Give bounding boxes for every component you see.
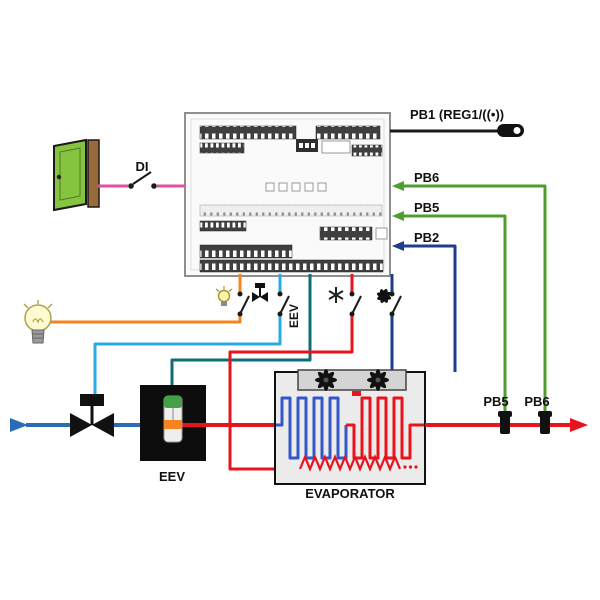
pb6-pipe-label: PB6 [524,394,549,409]
terminal-strip [199,259,384,273]
snowflake-icon [328,287,344,303]
evaporator-coil-hot [346,396,424,460]
valve-icon [252,283,268,302]
terminal-strip [315,125,381,140]
heater-dots [403,465,418,469]
defrost-relay-switch [349,291,362,317]
inlet-flow-arrow-icon [10,418,28,432]
di-label: DI [136,159,149,174]
lamp-wire [50,274,242,324]
pb5-probe-icon [498,411,512,434]
pb5-pipe-label: PB5 [483,394,508,409]
lamp-relay-switch [237,291,250,317]
defrost-wire [228,274,354,471]
controller [184,112,391,277]
outlet-flow-arrow-icon [570,418,588,432]
connector-port [296,139,318,152]
eev-box [140,385,276,461]
lamp-icon [215,286,233,306]
solenoid-valve-icon [70,394,114,437]
relay-module [321,140,351,154]
pb5-input-wire [403,214,507,411]
pb6-input-label: PB6 [414,170,439,185]
pin-row [199,204,383,217]
dip-switches [265,182,327,192]
pb1-probe-icon [497,124,524,137]
pb6-probe-icon [538,411,552,434]
eev-box-label: EEV [159,469,185,484]
bulb-icon [23,300,53,344]
pb1-label: PB1 (REG1/((•)) [410,107,504,122]
eev-wire-label: EEV [287,304,301,328]
door-knob [56,174,62,180]
pb2-arrow-icon [392,241,404,251]
evaporator-label: EVAPORATOR [305,486,395,501]
pb6-input-wire [403,184,547,411]
evaporator-sensor-mark [352,391,361,396]
pb6-arrow-icon [392,181,404,191]
defrost-heater-icon [298,454,402,472]
solenoid-wire [93,274,282,394]
pb2-input-wire [403,244,457,372]
eev-wire [170,274,312,385]
pb5-input-label: PB5 [414,200,439,215]
door-icon [53,138,100,212]
pb2-input-label: PB2 [414,230,439,245]
solenoid-relay-switch [277,291,290,317]
di-contact [128,171,157,189]
evaporator-fan-icon [297,369,407,391]
terminal-strip [319,226,373,241]
terminal-strip [199,125,297,140]
eev-valve-icon [163,395,183,443]
terminal-strip [199,142,245,154]
terminal-strip [199,244,293,259]
relay-module [375,227,388,240]
evaporator [274,369,426,485]
terminal-strip [199,220,247,232]
fan-icon [376,288,392,304]
terminal-strip [351,144,383,157]
pb5-arrow-icon [392,211,404,221]
fan-relay-switch [389,291,402,317]
